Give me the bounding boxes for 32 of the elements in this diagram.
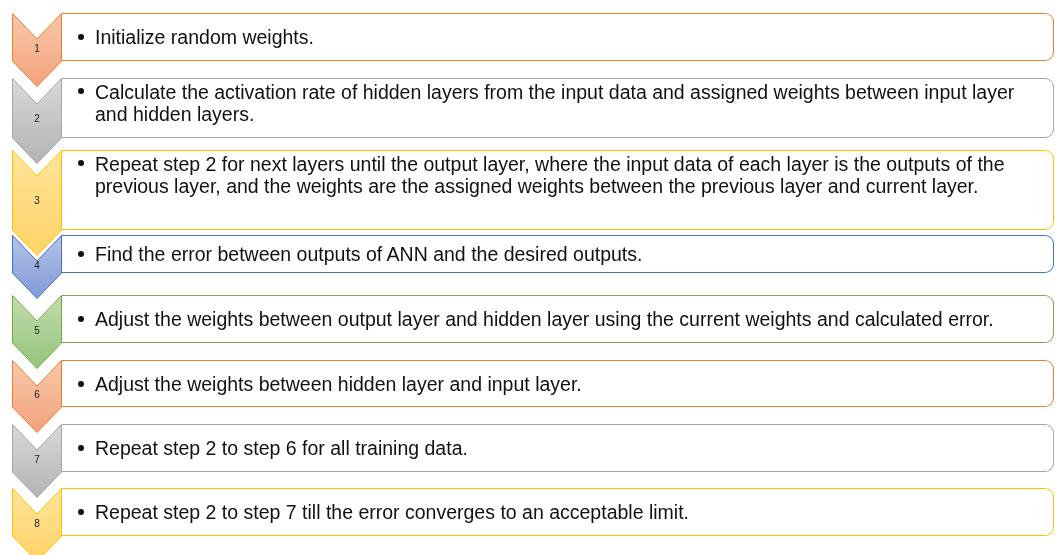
step-box (62, 488, 1054, 536)
step-text: Adjust the weights between hidden layer and input layer. (95, 372, 582, 395)
step-box (62, 424, 1054, 472)
step-marker (12, 150, 62, 256)
step-text: Repeat step 2 to step 7 till the error converges to an acceptable limit. (95, 501, 689, 523)
step-marker (12, 295, 62, 369)
step-box (62, 295, 1054, 343)
step-marker (12, 13, 62, 87)
step-number: 4 (33, 260, 41, 271)
step-number: 6 (33, 389, 41, 400)
step-text: Find the error between outputs of ANN and the desired outputs. (95, 243, 643, 265)
step-text: Calculate the activation rate of hidden layers from the input data and assigned weights between input layer and hidden layers. (95, 81, 1016, 125)
step-number: 3 (33, 195, 41, 206)
step-text: Repeat step 2 to step 6 for all training data. (95, 437, 468, 459)
step-box (62, 235, 1054, 273)
step-number: 5 (33, 325, 41, 336)
step-marker (12, 360, 62, 433)
step-number: 2 (33, 113, 41, 124)
step-marker (12, 235, 62, 299)
step-text: Repeat step 2 for next layers until the output layer, where the input data of each layer is the outputs of the previous layer, and the weights are the assigned weights between the previous layer and current layer. (95, 153, 1006, 197)
step-number: 7 (33, 454, 41, 465)
step-number: 1 (33, 43, 41, 54)
step-number: 8 (33, 518, 41, 529)
step-text: Initialize random weights. (95, 26, 314, 48)
step-box (62, 360, 1054, 407)
step-box (62, 150, 1054, 230)
step-box (62, 78, 1054, 138)
step-marker (12, 488, 62, 555)
step-marker (12, 78, 62, 164)
step-text: Adjust the weights between output layer and hidden layer using the current weights and calculated error. (95, 308, 994, 330)
step-box (62, 13, 1054, 61)
step-marker (12, 424, 62, 498)
